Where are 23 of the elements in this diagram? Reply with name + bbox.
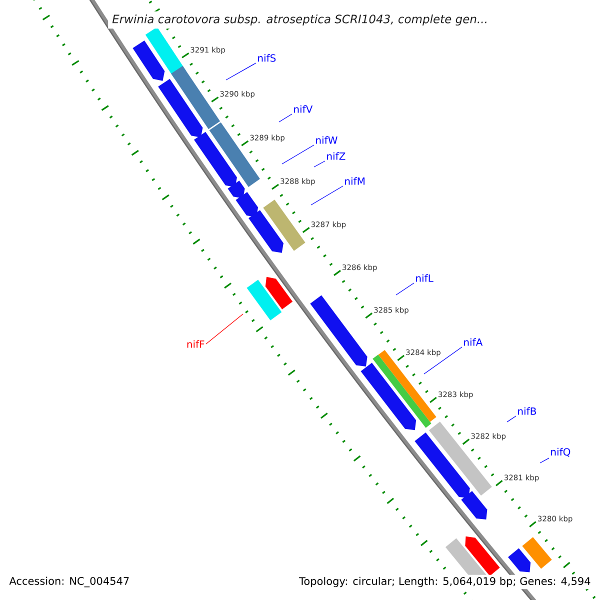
- leader-line: [396, 282, 414, 296]
- leader-line: [310, 186, 344, 206]
- gene-label: nifB: [518, 407, 536, 415]
- leader-line: [226, 62, 256, 80]
- gene-label: nifA: [464, 338, 483, 346]
- leader-line: [278, 114, 292, 122]
- leader-line: [540, 458, 550, 464]
- footer-text: Topology: circular; Length: 5,064,019 bp; Genes: 4,594: [297, 574, 593, 590]
- leader-line: [506, 416, 516, 422]
- gene-label: nifM: [345, 177, 364, 185]
- gene-label: nifF: [187, 340, 204, 348]
- leader-line: [282, 144, 314, 164]
- gene-label: nifZ: [327, 152, 346, 160]
- footer-text: Accession: NC_004547: [7, 574, 132, 590]
- gene-label: nifV: [294, 105, 313, 113]
- gene-label: nifW: [316, 136, 338, 144]
- gene-label: nifQ: [551, 448, 570, 457]
- gene-label: nifL: [416, 274, 434, 282]
- title: Erwinia carotovora subsp. atroseptica SCRI1043, complete gen...: [108, 11, 492, 29]
- gene-label: nifS: [258, 54, 276, 62]
- leader-line: [424, 346, 462, 374]
- leader-line: [206, 314, 244, 344]
- leader-line: [314, 160, 326, 168]
